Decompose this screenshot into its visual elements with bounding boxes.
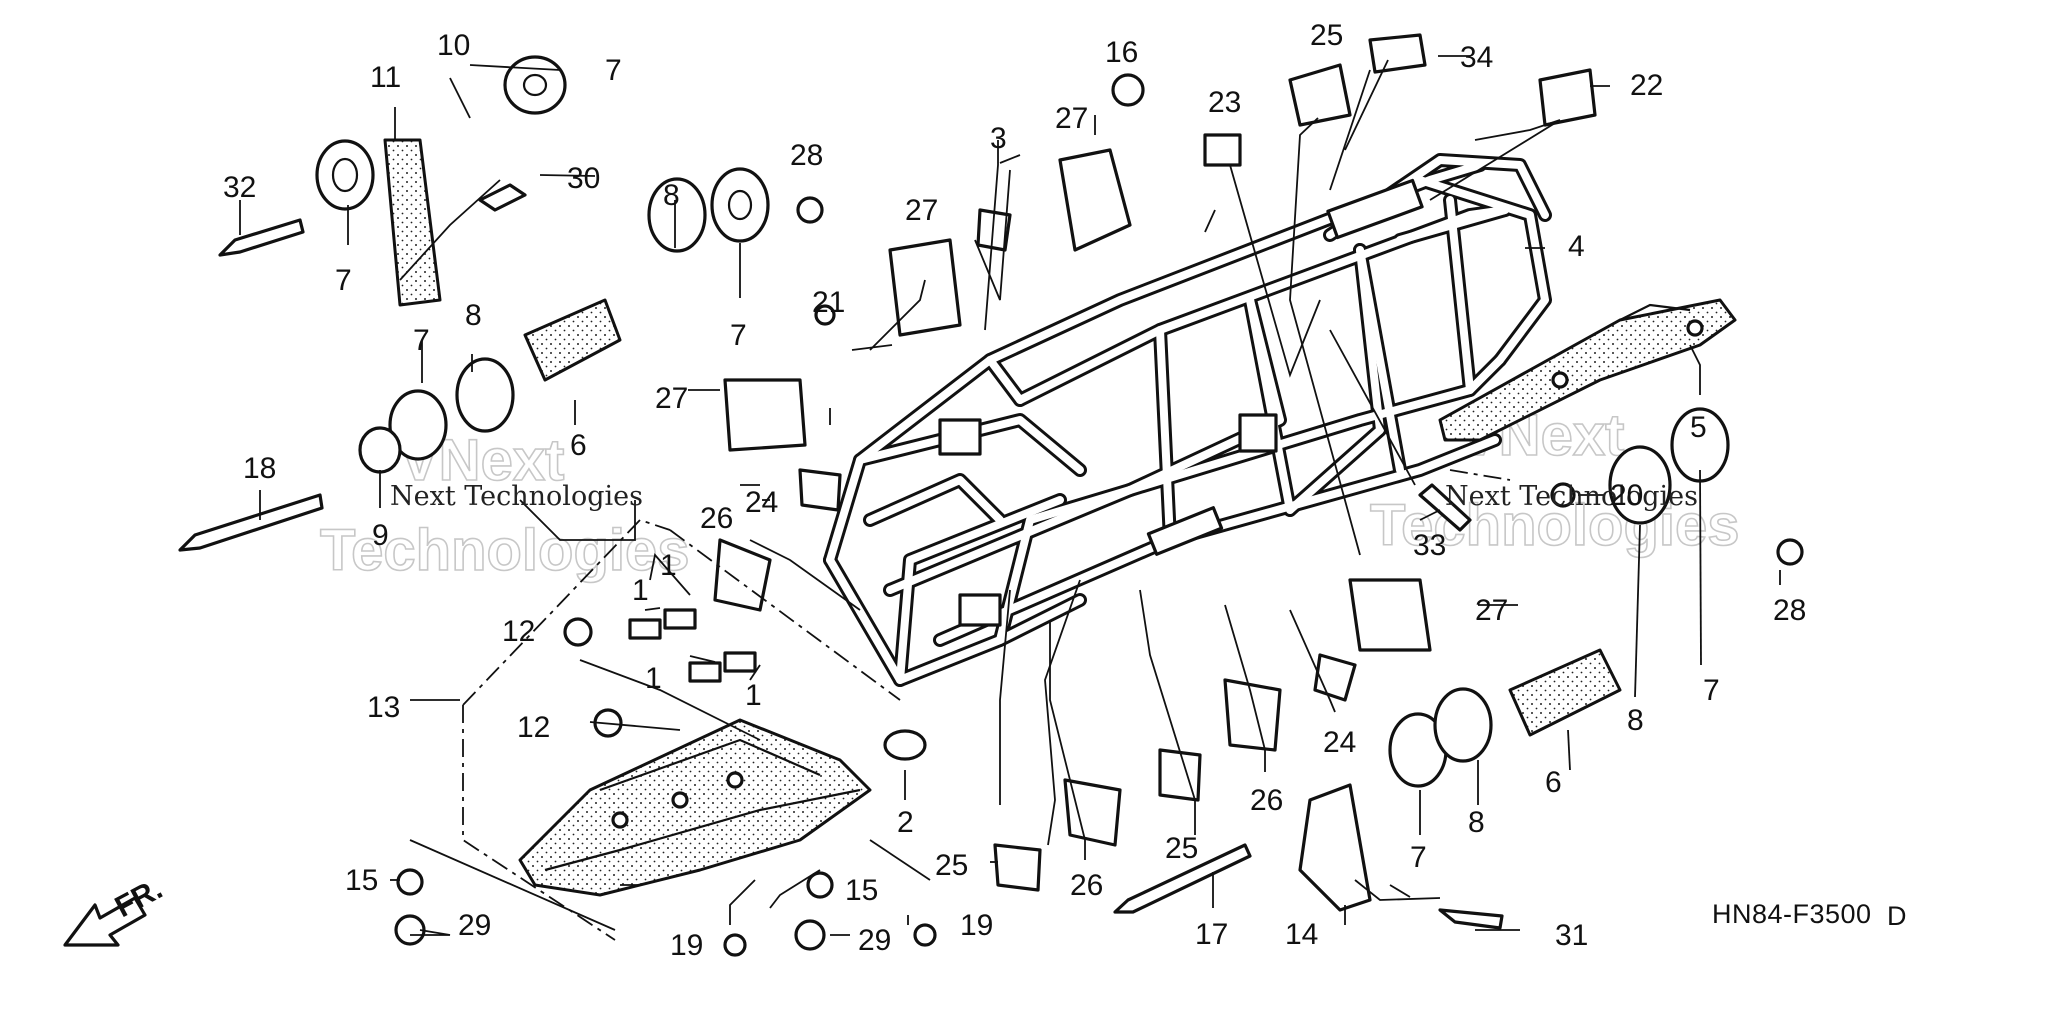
callout-15-a: 15: [345, 864, 378, 897]
front-arrow: FR.: [63, 872, 168, 947]
callout-7-a: 7: [605, 54, 622, 87]
small-parts: [178, 33, 1804, 957]
callout-12-b: 12: [517, 711, 550, 744]
callout-8-c: 8: [1627, 704, 1644, 737]
callout-23: 23: [1208, 86, 1241, 119]
watermark-text-left: Next Technologies: [390, 481, 643, 512]
callout-27-d: 27: [1475, 594, 1508, 627]
callout-10: 10: [437, 29, 470, 62]
callout-19-b: 19: [960, 909, 993, 942]
callout-1-d: 1: [745, 679, 762, 712]
callout-20: 20: [1610, 479, 1643, 512]
callout-15-b: 15: [845, 874, 878, 907]
callout-32: 32: [223, 171, 256, 204]
callout-7-f: 7: [1410, 841, 1427, 874]
callout-22: 22: [1630, 69, 1663, 102]
sub-frame: [1438, 298, 1737, 442]
callout-24-a: 24: [745, 486, 778, 519]
callout-12-a: 12: [502, 615, 535, 648]
callout-8-d: 8: [1468, 806, 1485, 839]
callout-13: 13: [367, 691, 400, 724]
callout-33: 33: [1413, 529, 1446, 562]
callout-2: 2: [897, 806, 914, 839]
callout-21: 21: [812, 286, 845, 319]
callout-28-b: 28: [1773, 594, 1806, 627]
callout-6-left: 6: [570, 429, 587, 462]
callout-7-e: 7: [1703, 674, 1720, 707]
callout-9: 9: [372, 519, 389, 552]
callout-8-a: 8: [663, 179, 680, 212]
dashed-outline: [462, 469, 1511, 941]
leader-lines: [239, 55, 1781, 936]
callout-1-b: 1: [660, 549, 677, 582]
callout-6-right: 6: [1545, 766, 1562, 799]
revision-mark: D: [1887, 901, 1907, 931]
callout-28-a: 28: [790, 139, 823, 172]
callout-24-b: 24: [1323, 726, 1356, 759]
callout-14: 14: [1285, 918, 1318, 951]
callout-26-c: 26: [1070, 869, 1103, 902]
callout-29-a: 29: [458, 909, 491, 942]
callout-17: 17: [1195, 918, 1228, 951]
callout-31: 31: [1555, 919, 1588, 952]
callout-16: 16: [1105, 36, 1138, 69]
callout-1-a: 1: [632, 574, 649, 607]
callout-19-a: 19: [670, 929, 703, 962]
callout-27-b: 27: [905, 194, 938, 227]
callout-1-c: 1: [645, 662, 662, 695]
skid-plate: [518, 718, 872, 897]
callout-26-a: 26: [700, 502, 733, 535]
callout-3: 3: [990, 122, 1007, 155]
callout-25-b: 25: [1165, 832, 1198, 865]
callout-8-b: 8: [465, 299, 482, 332]
callout-4: 4: [1568, 230, 1585, 263]
main-frame: [823, 153, 1552, 687]
callout-7-d: 7: [413, 324, 430, 357]
callout-5: 5: [1690, 411, 1707, 444]
callout-7-b: 7: [335, 264, 352, 297]
callout-26-b: 26: [1250, 784, 1283, 817]
watermark-word-left: Technologies: [320, 518, 690, 583]
callout-27-a: 27: [1055, 102, 1088, 135]
callout-11: 11: [370, 61, 401, 94]
callout-18: 18: [243, 452, 276, 485]
callout-25-a: 25: [1310, 19, 1343, 52]
callout-labels: 1 1 1 1 2 3 4 5 6 6 7 7 7 7 7 7 8 8 8 8 …: [223, 19, 1806, 962]
callout-30: 30: [567, 162, 600, 195]
diagram-code: HN84-F3500: [1712, 899, 1872, 929]
callout-27-c: 27: [655, 382, 688, 415]
callout-29-b: 29: [858, 924, 891, 957]
callout-7-c: 7: [730, 319, 747, 352]
watermark-text-right: Next Technologies: [1445, 481, 1698, 512]
callout-25-c: 25: [935, 849, 968, 882]
callout-34: 34: [1460, 41, 1493, 74]
